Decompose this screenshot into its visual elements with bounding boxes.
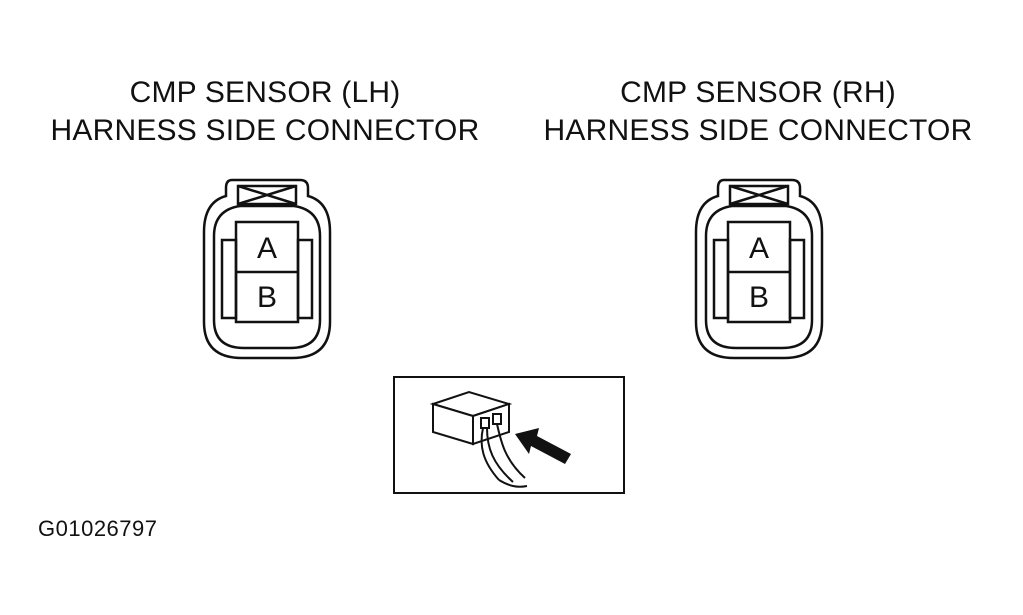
connector-lh-pin-b: B xyxy=(257,281,277,314)
connector-rh-title: CMP SENSOR (RH) HARNESS SIDE CONNECTOR xyxy=(513,74,1003,150)
connector-rh-pin-b: B xyxy=(749,281,769,314)
arrow-icon xyxy=(515,428,571,464)
connector-lh-title-line2: HARNESS SIDE CONNECTOR xyxy=(50,114,480,147)
connector-rh-face-icon: A B xyxy=(694,178,824,360)
connector-lh-face-icon: A B xyxy=(202,178,332,360)
connector-rh-title-line2: HARNESS SIDE CONNECTOR xyxy=(543,114,973,147)
figure-id: G01026797 xyxy=(38,516,158,541)
connector-rh-title-line1: CMP SENSOR (RH) xyxy=(620,76,896,109)
connector-lh-title-line1: CMP SENSOR (LH) xyxy=(129,76,401,109)
connector-rh-pin-a: A xyxy=(749,232,769,265)
connector-lh-title: CMP SENSOR (LH) HARNESS SIDE CONNECTOR xyxy=(20,74,510,150)
probe-inset-icon xyxy=(393,376,625,494)
connector-lh-pin-a: A xyxy=(257,232,277,265)
